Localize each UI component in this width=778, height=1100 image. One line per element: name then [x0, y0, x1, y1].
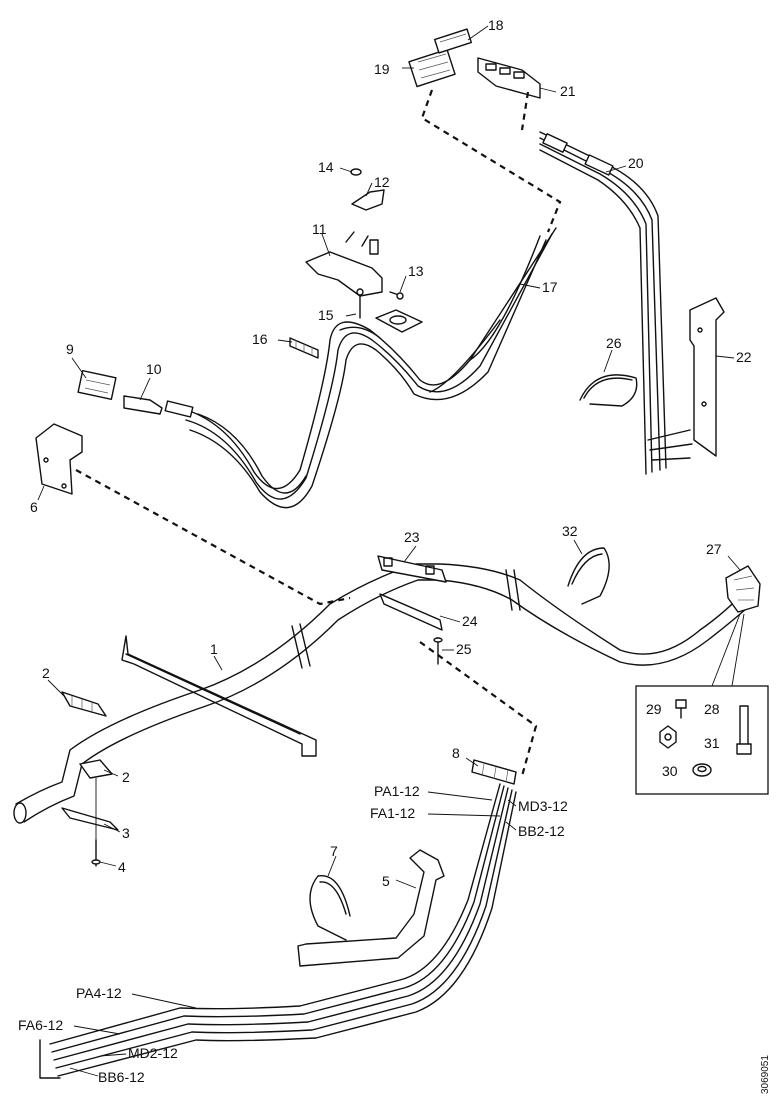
connector-block-19 — [408, 48, 456, 88]
connector-10 — [123, 395, 194, 418]
inset-leader-b — [731, 613, 745, 687]
callout-20: 20 — [628, 155, 644, 171]
callout-31: 31 — [704, 735, 720, 751]
callout-24: 24 — [462, 613, 478, 629]
dashed-line-25-8 — [419, 641, 538, 777]
callout-2-upper: 2 — [42, 665, 50, 681]
wire-label-fa1: FA1-12 — [370, 805, 415, 821]
callout-12: 12 — [374, 174, 390, 190]
clip-2 — [79, 759, 113, 779]
wire-label-pa4: PA4-12 — [76, 985, 122, 1001]
cable-tie-26 — [579, 374, 638, 407]
callout-7: 7 — [330, 843, 338, 859]
clamp-23 — [377, 555, 447, 583]
callout-29: 29 — [646, 701, 662, 717]
callout-30: 30 — [662, 763, 678, 779]
clip-12 — [351, 189, 385, 211]
connector-8 — [471, 759, 517, 785]
wire-label-fa6: FA6-12 — [18, 1017, 63, 1033]
bolt-31 — [736, 705, 752, 755]
callout-19: 19 — [374, 61, 390, 77]
grommet-16 — [289, 337, 319, 359]
callout-4: 4 — [118, 859, 126, 875]
bracket-5 — [297, 849, 445, 967]
callout-15: 15 — [318, 307, 334, 323]
wire-label-md3: MD3-12 — [518, 798, 568, 814]
connector-9 — [77, 370, 117, 400]
callout-23: 23 — [404, 529, 420, 545]
screw-4 — [91, 839, 101, 867]
branch-harness — [39, 783, 517, 1079]
callout-32: 32 — [562, 523, 578, 539]
wire-label-pa1: PA1-12 — [374, 783, 420, 799]
screw-15 — [356, 288, 364, 319]
callout-2-lower: 2 — [122, 769, 130, 785]
connector-27 — [725, 565, 761, 613]
callout-5: 5 — [382, 873, 390, 889]
dashed-line-6-23 — [75, 469, 351, 606]
bracket-21 — [477, 57, 541, 99]
cable-tie-32 — [567, 547, 610, 605]
bracket-22 — [689, 297, 725, 457]
callout-17: 17 — [542, 279, 558, 295]
main-harness-1 — [13, 563, 757, 824]
dashed-line-19-17 — [420, 89, 562, 233]
washer-30 — [692, 763, 712, 777]
callout-22: 22 — [736, 349, 752, 365]
dashed-line-21-20 — [520, 91, 530, 131]
nut-29 — [659, 725, 677, 749]
callout-16: 16 — [252, 331, 268, 347]
callout-18: 18 — [488, 17, 504, 33]
screw-28 — [675, 699, 687, 719]
callout-6: 6 — [30, 499, 38, 515]
callout-21: 21 — [560, 83, 576, 99]
clip-assembly-11 — [305, 231, 383, 297]
wire-label-bb6: BB6-12 — [98, 1069, 145, 1085]
callout-11: 11 — [312, 221, 327, 237]
callout-3: 3 — [122, 825, 130, 841]
bracket-6 — [35, 423, 83, 495]
callout-10: 10 — [146, 361, 162, 377]
connector-plug-18 — [433, 28, 473, 54]
wire-label-md2: MD2-12 — [128, 1045, 178, 1061]
bracket-24 — [379, 593, 443, 631]
callout-14: 14 — [318, 159, 334, 175]
callout-13: 13 — [408, 263, 424, 279]
callout-1: 1 — [210, 641, 218, 657]
grommet-2-left — [61, 691, 107, 717]
cable-tie-7 — [309, 875, 351, 941]
callout-9: 9 — [66, 341, 74, 357]
callout-27: 27 — [706, 541, 722, 557]
wire-label-bb2: BB2-12 — [518, 823, 565, 839]
callout-26: 26 — [606, 335, 622, 351]
support-bar — [121, 635, 317, 757]
callout-28: 28 — [704, 701, 720, 717]
drawing-reference-number: 3069051 — [760, 1055, 771, 1094]
screw-13 — [389, 291, 404, 300]
fastener-inset-box — [635, 685, 769, 795]
wire-harness-20 — [539, 131, 693, 475]
callout-25: 25 — [456, 641, 472, 657]
inset-leader-a — [711, 613, 741, 687]
bolt-25 — [433, 637, 443, 665]
wire-harness-17 — [179, 227, 557, 509]
nut-14 — [350, 168, 362, 176]
callout-leaders — [37, 25, 741, 1077]
clamp-plate — [375, 309, 423, 333]
callout-8: 8 — [452, 745, 460, 761]
